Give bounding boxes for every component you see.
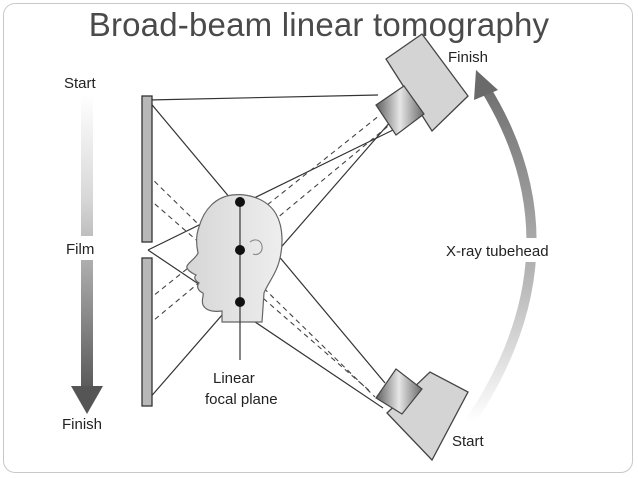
tubehead-lower: [375, 368, 469, 462]
film-finish-label: Finish: [62, 416, 102, 433]
tubehead-lower-cone: [375, 368, 423, 415]
focal-plane-label-line1: Linear: [213, 370, 255, 387]
central-ray-upper-tube: [147, 121, 394, 326]
tubehead-label: X-ray tubehead: [446, 243, 549, 260]
tubehead-label-backdrop: [440, 238, 582, 262]
tubehead-upper: [375, 33, 469, 136]
tubehead-motion-arrowhead: [474, 70, 498, 100]
slide-title: Broad-beam linear tomography: [88, 6, 550, 43]
film-cassettes: [141, 95, 153, 407]
patient-ear: [249, 239, 263, 256]
tubehead-finish-label: Finish: [448, 49, 488, 66]
focal-point-middle: [235, 245, 245, 255]
focal-point-lower: [235, 297, 245, 307]
beam-line-mid-to-lower-tube: [147, 249, 384, 409]
beam-line-top: [147, 94, 379, 101]
beam-line-mid-to-upper-tube: [147, 129, 394, 251]
film-start-label: Start: [64, 75, 97, 92]
film-lower: [141, 257, 153, 407]
film-upper: [141, 95, 153, 243]
film-label-backdrop: [58, 236, 112, 260]
tubehead-start-label: Start: [452, 433, 485, 450]
focal-point-upper: [235, 197, 245, 207]
film-label: Film: [66, 241, 94, 258]
film-arrow-head: [71, 386, 103, 414]
central-ray-lower-tube-top: [147, 174, 376, 398]
focal-plane-label-line2: focal plane: [205, 391, 278, 408]
patient-head-profile: [186, 194, 283, 323]
tubehead-upper-cone: [375, 85, 425, 136]
